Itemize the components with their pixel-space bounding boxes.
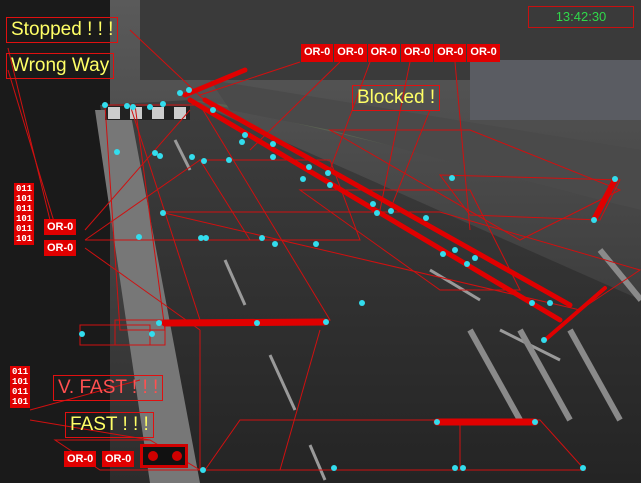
timestamp-clock: 13:42:30 — [528, 6, 634, 28]
bit-block-lower: 011 101 011 101 — [10, 366, 31, 408]
or-tag-bottom-2: OR-0 — [102, 451, 135, 467]
main-road — [100, 100, 641, 483]
stopped-label: Stopped ! ! ! — [6, 17, 119, 43]
tracking-points — [79, 87, 618, 473]
blocked-label: Blocked ! — [352, 85, 441, 111]
counter-box — [140, 444, 188, 468]
or-tag-bottom-1: OR-0 — [64, 451, 97, 467]
or-tag: OR-0 — [367, 44, 400, 62]
wrong-way-label: Wrong Way — [6, 53, 115, 79]
very-fast-label: V. FAST ! ! ! — [53, 375, 164, 401]
vehicle-tracks — [161, 67, 618, 426]
or-tag: OR-0 — [334, 44, 367, 62]
background-building — [470, 60, 641, 120]
or-tag: OR-0 — [400, 44, 434, 62]
or-tag: OR-0 — [301, 44, 334, 62]
road-hatching — [467, 248, 641, 422]
sidewalk — [95, 110, 200, 483]
or-tag-left-1: OR-0 — [44, 219, 77, 235]
fast-label: FAST ! ! ! — [65, 412, 154, 438]
or-tag-left-2: OR-0 — [44, 240, 77, 256]
or-tag: OR-0 — [467, 44, 500, 62]
or-tag: OR-0 — [434, 44, 467, 62]
or-tag-strip: OR-0 OR-0 OR-0 OR-0 OR-0 OR-0 — [301, 44, 500, 62]
bit-block-upper: 011 101 011 101 011 101 — [14, 183, 35, 245]
checker-barrier — [105, 106, 190, 120]
